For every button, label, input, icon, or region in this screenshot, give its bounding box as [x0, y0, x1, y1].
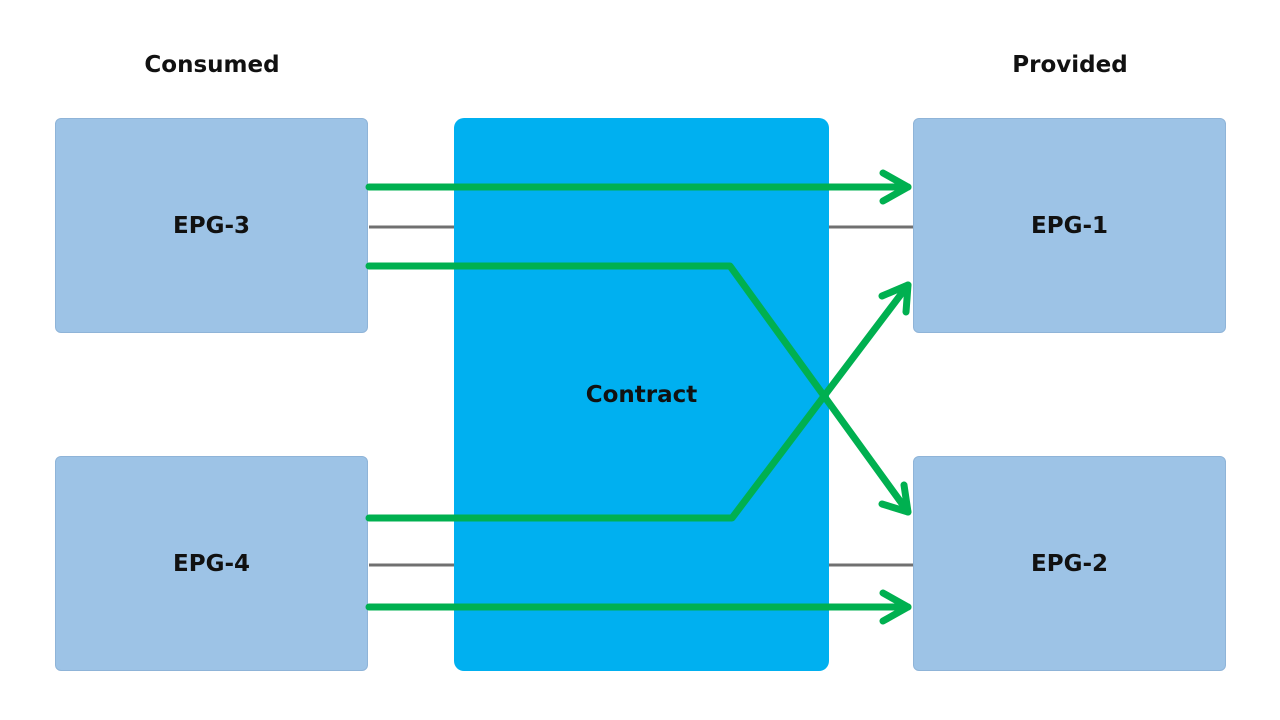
epg-2-label: EPG-2 [1031, 550, 1108, 577]
epg-4-box: EPG-4 [55, 456, 368, 671]
arrowhead-epg2-top [878, 481, 912, 516]
epg-1-label: EPG-1 [1031, 212, 1108, 239]
epg-3-label: EPG-3 [173, 212, 250, 239]
epg-1-box: EPG-1 [913, 118, 1226, 333]
epg-4-label: EPG-4 [173, 550, 250, 577]
epg-3-box: EPG-3 [55, 118, 368, 333]
arrowhead-epg1-top [879, 169, 912, 205]
contract-box: Contract [454, 118, 829, 671]
consumed-header: Consumed [144, 52, 280, 78]
arrowhead-epg1-bottom [878, 281, 912, 316]
contract-label: Contract [585, 381, 698, 408]
epg-2-box: EPG-2 [913, 456, 1226, 671]
arrowhead-epg2-bottom [879, 589, 912, 625]
provided-header: Provided [1012, 52, 1128, 78]
